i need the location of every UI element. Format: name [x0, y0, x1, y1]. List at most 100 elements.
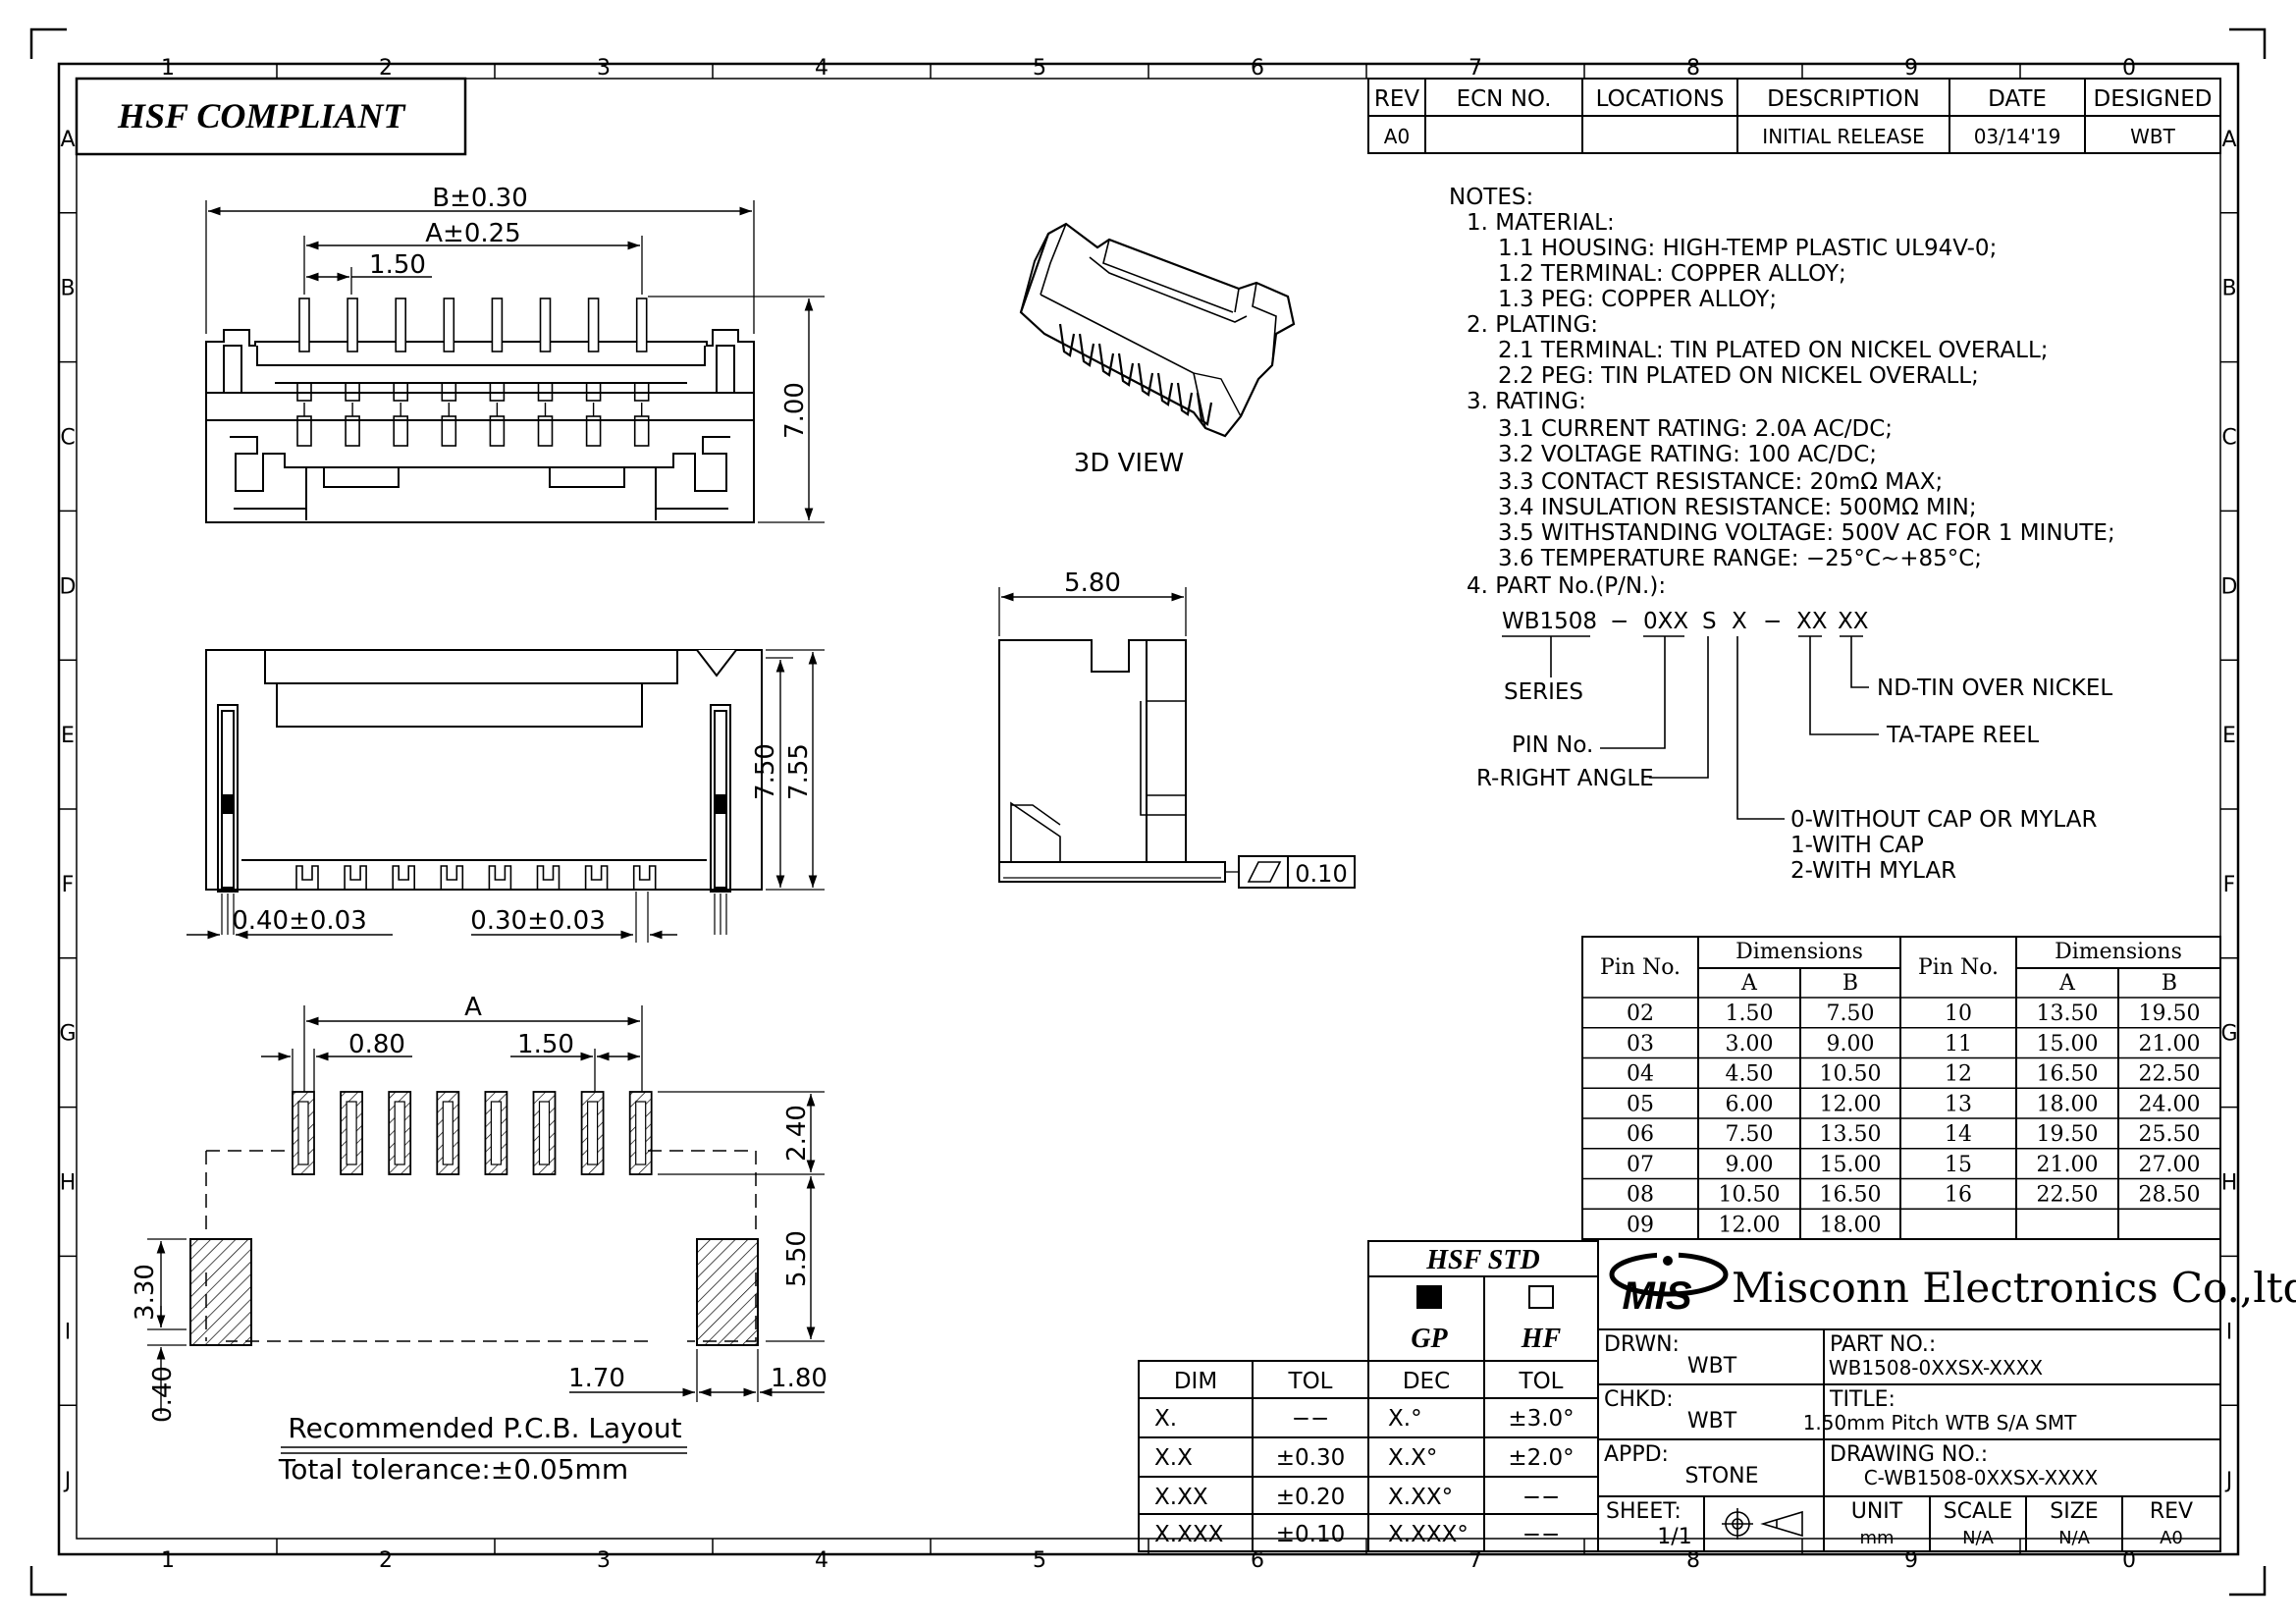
dim-750: 7.50 — [751, 743, 780, 800]
top-view-pin — [635, 298, 648, 352]
dim-table-cell: 21.00 — [2139, 1032, 2201, 1056]
top-view-pin — [298, 298, 310, 352]
dim-table-cell: 11 — [1945, 1032, 1972, 1056]
top-view-pin — [395, 298, 407, 352]
dim-table-cell: 16.50 — [2037, 1062, 2099, 1087]
zone-col-label: 3 — [597, 56, 611, 81]
dim-peg-width: 0.40±0.03 — [232, 906, 367, 936]
svg-text:B: B — [1842, 971, 1858, 996]
ecn-header: ECN NO. — [1457, 86, 1552, 112]
dim-table-cell: 28.50 — [2139, 1183, 2201, 1208]
pcb-title: Recommended P.C.B. Layout — [288, 1412, 681, 1444]
pin-dimension-table: Pin No. Pin No. Dimensions Dimensions A … — [1581, 936, 2221, 1240]
tol-cell: ±0.30 — [1276, 1445, 1345, 1471]
dim-table-cell: 08 — [1627, 1183, 1654, 1208]
zone-row-label: E — [61, 724, 75, 748]
dim-table-cell: 16.50 — [1820, 1183, 1882, 1208]
connector-3d-pin — [1137, 362, 1154, 397]
svg-text:A: A — [1740, 971, 1758, 996]
size-value: N/A — [2058, 1528, 2091, 1548]
tol-cell: ±0.20 — [1276, 1485, 1345, 1510]
svg-text:CHKD:: CHKD: — [1604, 1387, 1674, 1412]
pcb-dim-pad-width: 0.80 — [348, 1030, 405, 1059]
dim-table-cell: 24.00 — [2139, 1092, 2201, 1116]
dim-table-cell: 13.50 — [1820, 1122, 1882, 1147]
dim-table-cell: 19.50 — [2037, 1122, 2099, 1147]
connector-3d-pin — [1078, 333, 1095, 367]
dim-table-cell: 06 — [1627, 1122, 1654, 1147]
dim-table-cell: 03 — [1627, 1032, 1654, 1056]
tol-cell: −− — [1522, 1522, 1561, 1547]
tol-cell: X. — [1154, 1406, 1177, 1432]
tol-cell: X.X° — [1388, 1445, 1437, 1471]
zone-row-label: J — [2224, 1469, 2233, 1493]
approved-by: STONE — [1684, 1464, 1758, 1489]
svg-text:1.2 TERMINAL: COPPER ALLOY;: 1.2 TERMINAL: COPPER ALLOY; — [1498, 261, 1846, 287]
view3d-label: 3D VIEW — [1074, 449, 1184, 478]
dim-table-cell: 05 — [1627, 1092, 1654, 1116]
svg-text:2-WITH MYLAR: 2-WITH MYLAR — [1790, 858, 1956, 884]
svg-text:3.4 INSULATION RESISTANCE:: 3.4 INSULATION RESISTANCE: 500MΩ MIN; — [1498, 495, 1977, 520]
zone-row-label: D — [60, 574, 77, 599]
svg-text:2.2 PEG: TIN PLATED ON NI: 2.2 PEG: TIN PLATED ON NICKEL OVERALL; — [1498, 363, 1979, 389]
dim-table-cell: 22.50 — [2139, 1062, 2201, 1087]
dim-table-cell: 04 — [1627, 1062, 1654, 1087]
dim-table-cell: 15.00 — [2037, 1032, 2099, 1056]
connector-3d-pin — [1156, 372, 1174, 406]
drawing-number: C-WB1508-0XXSX-XXXX — [1864, 1466, 2099, 1489]
top-view-pin — [347, 298, 358, 352]
scale-value: N/A — [1962, 1528, 1995, 1548]
dim-580: 5.80 — [1064, 568, 1121, 598]
pn-series: WB1508 — [1502, 609, 1597, 634]
date-value: 03/14'19 — [1974, 125, 2061, 148]
tol-cell: ±2.0° — [1508, 1445, 1574, 1471]
tol-cell: X.XXX — [1154, 1522, 1224, 1547]
hsf-std-box: HSF STD GP HF — [1367, 1240, 1599, 1362]
svg-text:1-WITH CAP: 1-WITH CAP — [1790, 833, 1924, 858]
pcb-dim-a: A — [464, 993, 482, 1022]
svg-text:2.1 TERMINAL: TIN PLATED O: 2.1 TERMINAL: TIN PLATED ON NICKEL OVERA… — [1498, 338, 2049, 363]
dim-table-cell: 02 — [1627, 1001, 1654, 1026]
pn-label-series: SERIES — [1504, 679, 1583, 705]
dim-a: A±0.25 — [425, 219, 520, 248]
svg-text:APPD:: APPD: — [1604, 1442, 1669, 1467]
svg-text:UNIT: UNIT — [1851, 1499, 1903, 1524]
dim-table-cell: 3.00 — [1726, 1032, 1774, 1056]
front-view-pin — [536, 865, 561, 890]
dt-dim-header-right: Dimensions — [2055, 940, 2182, 964]
zone-col-label: 8 — [1686, 1548, 1700, 1573]
dim-table-cell: 9.00 — [1827, 1032, 1875, 1056]
tol-cell: −− — [1292, 1406, 1330, 1432]
dim-table-cell: 1.50 — [1726, 1001, 1774, 1026]
svg-text:TITLE:: TITLE: — [1829, 1387, 1896, 1412]
dim-table-cell: 18.00 — [1820, 1213, 1882, 1237]
zone-col-label: 7 — [1468, 56, 1482, 81]
pn-label-ta: TA-TAPE REEL — [1886, 723, 2039, 748]
designed-header: DESIGNED — [2094, 86, 2213, 112]
pcb-dim-180: 1.80 — [771, 1364, 828, 1393]
top-view: B±0.30 A±0.25 1.50 7.00 — [205, 184, 825, 523]
dim-table-cell: 14 — [1945, 1122, 1972, 1147]
zone-row-label: J — [63, 1469, 72, 1493]
svg-text:REV: REV — [2150, 1499, 2193, 1524]
hsf-std-title: HSF STD — [1425, 1245, 1539, 1275]
dim-table-cell: 7.50 — [1726, 1122, 1774, 1147]
part-number: WB1508-0XXSX-XXXX — [1829, 1356, 2043, 1380]
dim-table-cell: 21.00 — [2037, 1153, 2099, 1177]
dim-table-cell: 10.50 — [1719, 1183, 1781, 1208]
zone-col-label: 6 — [1251, 1548, 1264, 1573]
pcb-tolerance: Total tolerance:±0.05mm — [278, 1453, 628, 1486]
front-view-pin — [584, 865, 609, 890]
zone-row-label: E — [2222, 724, 2236, 748]
zone-row-label: A — [2221, 128, 2236, 152]
svg-text:A: A — [2058, 971, 2076, 996]
dim-table-cell: 12.00 — [1820, 1092, 1882, 1116]
zone-row-label: G — [59, 1022, 76, 1047]
dim-table-cell: 10 — [1945, 1001, 1972, 1026]
designed-value: WBT — [2130, 125, 2175, 148]
svg-text:3.1 CURRENT RATING: 2.0A A: 3.1 CURRENT RATING: 2.0A AC/DC; — [1498, 416, 1893, 442]
side-view: 5.80 0.10 — [998, 568, 1356, 889]
dim-table-cell: 09 — [1627, 1213, 1654, 1237]
